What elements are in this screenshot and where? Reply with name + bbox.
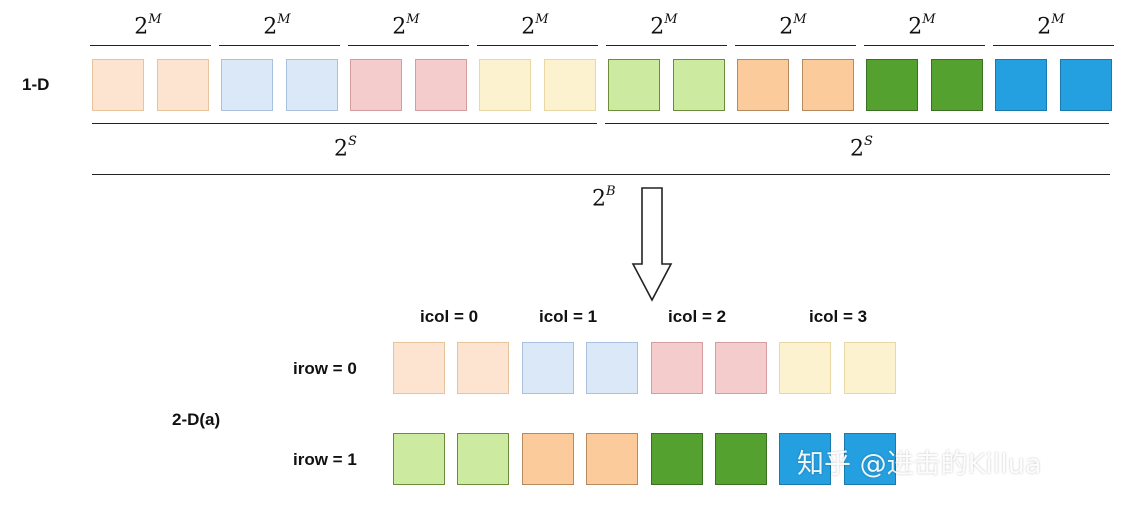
m-brace-line [219,45,340,46]
s-left-exp: S [348,134,357,149]
m-brace-line [993,45,1114,46]
m-label: 2M [392,12,420,40]
m-exp: M [406,12,420,27]
m-exp: M [148,12,162,27]
m-exp: M [535,12,549,27]
one-d-cell [995,59,1047,111]
m-brace-line [735,45,856,46]
m-label: 2M [263,12,291,40]
two-d-cell [715,342,767,394]
m-exp: M [1051,12,1065,27]
b-label: 2B [592,184,616,212]
one-d-cell [92,59,144,111]
two-d-cell [393,342,445,394]
m-base: 2 [521,14,536,40]
s-line-right [605,123,1109,124]
two-d-cell [779,342,832,394]
one-d-cell [737,59,789,111]
m-base: 2 [908,14,923,40]
s-label-left: 2S [334,134,357,162]
two-d-cell [393,433,445,485]
col-label-3: icol = 3 [809,307,868,326]
down-arrow-icon [631,187,673,302]
one-d-cell [608,59,660,111]
col-label-2: icol = 2 [668,307,727,326]
m-brace-line [606,45,727,46]
one-d-cell [543,59,596,111]
one-d-cell [221,59,273,111]
s-right-exp: S [864,134,873,149]
two-d-label: 2-D(a) [172,410,221,429]
m-base: 2 [392,14,407,40]
two-d-cell [715,433,767,485]
two-d-cell [586,433,639,485]
col-label-1: icol = 1 [539,307,598,326]
two-d-cell [521,433,574,485]
two-d-cell [457,342,510,394]
two-d-cell [843,342,896,394]
one-d-cell [930,59,983,111]
two-d-cell [521,342,574,394]
one-d-label: 1-D [22,75,50,94]
b-base: 2 [592,186,606,212]
two-d-cell [457,433,510,485]
one-d-cell [156,59,209,111]
m-exp: M [664,12,678,27]
m-base: 2 [134,14,149,40]
two-d-cell [650,433,703,485]
m-exp: M [277,12,291,27]
m-label: 2M [650,12,678,40]
two-d-cell [650,342,703,394]
two-d-cell [586,342,639,394]
one-d-cell [414,59,467,111]
col-label-0: icol = 0 [420,307,479,326]
one-d-cell [479,59,531,111]
s-right-base: 2 [850,136,864,162]
m-brace-line [348,45,469,46]
m-brace-line [90,45,211,46]
m-brace-line [864,45,985,46]
m-brace-line [477,45,598,46]
two-d-cell [843,433,896,485]
watermark: 知乎 @进击的Killua [797,449,1042,480]
one-d-cell [285,59,338,111]
row-label-0: irow = 0 [293,359,357,378]
m-label: 2M [779,12,807,40]
m-exp: M [793,12,807,27]
m-base: 2 [1037,14,1052,40]
m-label: 2M [134,12,162,40]
row-label-1: irow = 1 [293,450,357,469]
s-line-left [92,123,597,124]
m-label: 2M [908,12,936,40]
b-line [92,174,1110,175]
s-left-base: 2 [334,136,348,162]
m-label: 2M [521,12,549,40]
m-exp: M [922,12,936,27]
m-base: 2 [650,14,665,40]
one-d-cell [672,59,725,111]
m-base: 2 [779,14,794,40]
one-d-cell [866,59,918,111]
one-d-cell [1059,59,1112,111]
one-d-cell [350,59,402,111]
b-exp: B [606,184,616,199]
s-label-right: 2S [850,134,873,162]
two-d-cell [779,433,832,485]
m-base: 2 [263,14,278,40]
one-d-cell [801,59,854,111]
m-label: 2M [1037,12,1065,40]
